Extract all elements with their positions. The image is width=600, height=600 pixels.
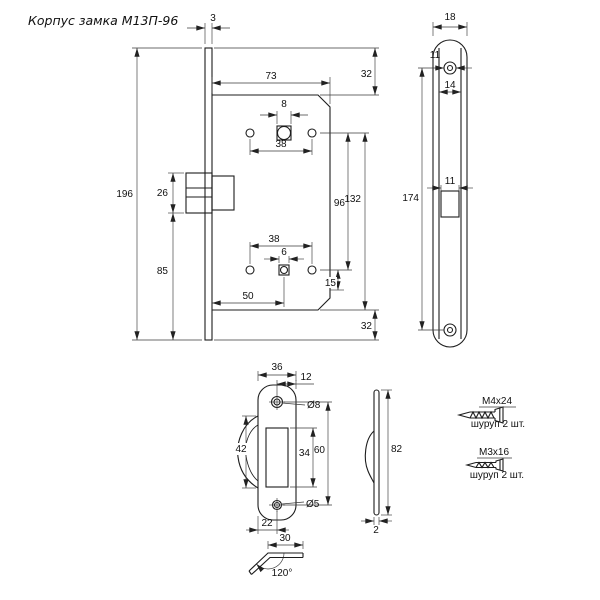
dim-42-label: 42 [235, 444, 247, 455]
dim-11-hole-label: 11 [430, 50, 441, 61]
strike-plate-dim-labels: 36 12 Ø8 42 34 60 Ø5 22 30 120° [231, 362, 325, 579]
dim-36-label: 36 [271, 362, 283, 373]
screw-m4-qty: шуруп 2 шт. [471, 419, 525, 430]
dim-132-label: 132 [344, 194, 361, 205]
dim-8-label: 8 [281, 99, 287, 110]
dim-3-label: 3 [210, 13, 216, 24]
dim-82-label: 82 [391, 444, 403, 455]
dim-30-label: 30 [279, 533, 291, 544]
screw-m3-label: М3х16 [479, 447, 509, 458]
screw-m4-label: М4х24 [482, 396, 512, 407]
strike-side-dimension-lines [361, 389, 392, 525]
faceplate-view: 18 11 14 174 11 [402, 12, 473, 348]
lock-body-outline [185, 47, 331, 341]
dim-22-label: 22 [261, 518, 273, 529]
dim-11-latch-label: 11 [445, 176, 456, 187]
screw-m3-icon [464, 458, 504, 472]
strike-side-outline [364, 389, 380, 516]
lock-body-dim-labels: 3 73 8 38 196 26 85 96 132 32 32 38 6 15… [116, 13, 372, 332]
strike-side-view: 82 2 [361, 389, 403, 536]
dim-26-label: 26 [157, 188, 169, 199]
dim-18-label: 18 [444, 12, 456, 23]
lock-body-dimension-lines [132, 23, 379, 341]
dim-73-label: 73 [265, 71, 277, 82]
screw-m4-icon [456, 406, 504, 424]
lock-body-view: 3 73 8 38 196 26 85 96 132 32 32 38 6 15… [116, 13, 379, 341]
dim-14-label: 14 [444, 80, 456, 91]
dim-6-label: 6 [281, 247, 287, 258]
strike-side-dim-labels: 82 2 [373, 444, 402, 536]
dim-32-top-label: 32 [361, 69, 373, 80]
angle-120-label: 120° [272, 568, 293, 579]
dim-d8-label: Ø8 [307, 400, 321, 411]
dim-174-label: 174 [402, 193, 419, 204]
faceplate-dim-labels: 18 11 14 174 11 [402, 12, 456, 204]
dim-85-label: 85 [157, 266, 169, 277]
faceplate-dimension-lines [418, 22, 473, 331]
bent-lip-profile [248, 552, 304, 575]
screw-m3-qty: шуруп 2 шт. [470, 470, 524, 481]
strike-plate-view: 36 12 Ø8 42 34 60 Ø5 22 30 120° [231, 362, 332, 579]
faceplate-outline [432, 39, 468, 348]
drawing-title: Корпус замка М13П-96 [28, 13, 178, 28]
dim-34-label: 34 [299, 448, 311, 459]
dim-2-label: 2 [373, 525, 379, 536]
dim-38-top-label: 38 [275, 139, 287, 150]
dim-196-label: 196 [116, 189, 133, 200]
dim-38-bottom-label: 38 [268, 234, 280, 245]
dim-32-bottom-label: 32 [361, 321, 373, 332]
dim-50-label: 50 [242, 291, 254, 302]
dim-60-label: 60 [314, 445, 326, 456]
dim-12-label: 12 [300, 372, 312, 383]
dim-15-label: 15 [325, 278, 337, 289]
dim-96-label: 96 [334, 198, 346, 209]
screws-legend: М4х24 шуруп 2 шт. М3х16 шуруп 2 шт. [456, 396, 525, 481]
dim-d5-label: Ø5 [306, 499, 320, 510]
